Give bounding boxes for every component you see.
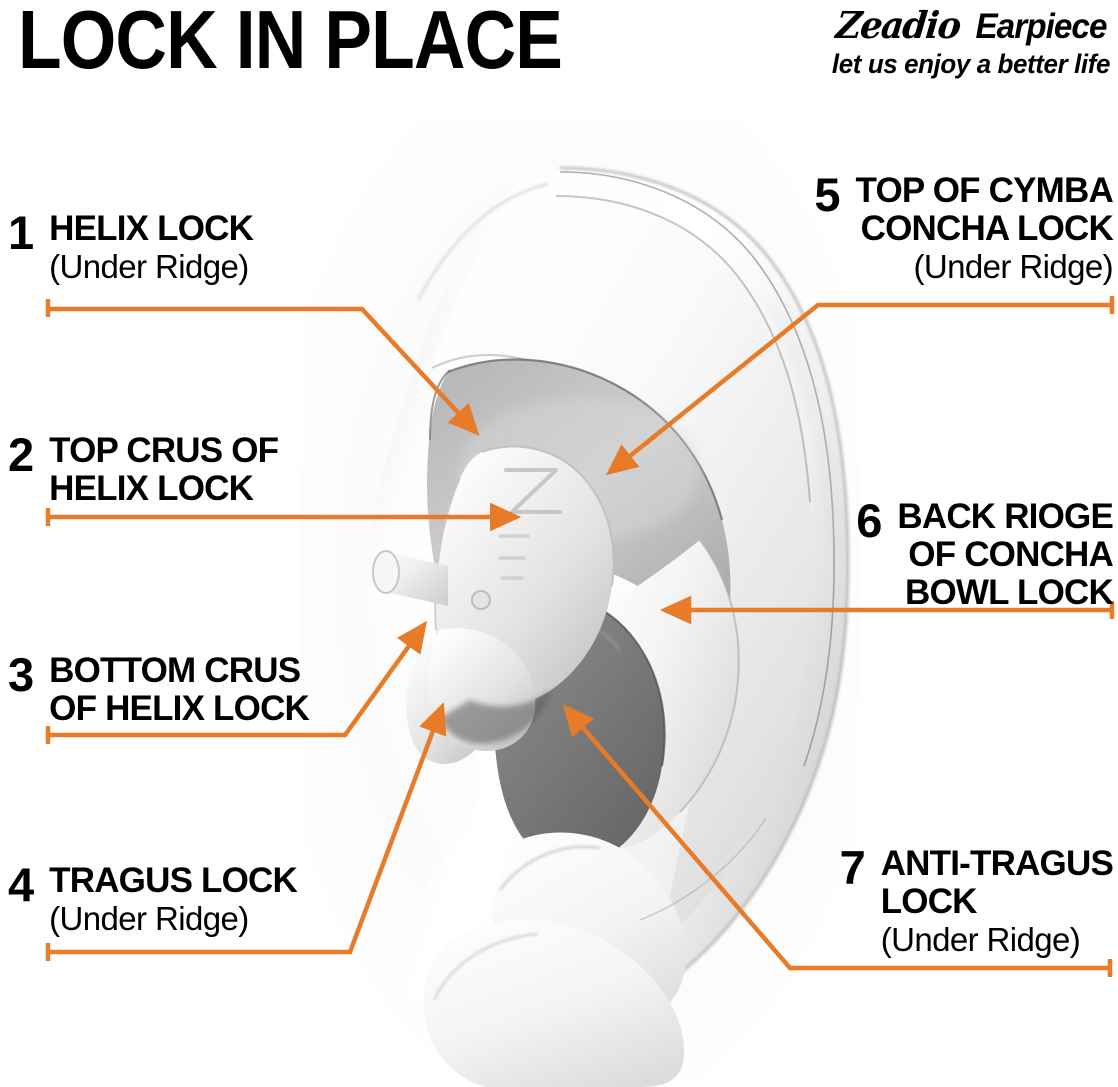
brand-line: Zeadio Earpiece: [780, 3, 1110, 47]
callout-subtitle-1: (Under Ridge): [49, 248, 249, 285]
callout-text-4: TRAGUS LOCK (Under Ridge): [49, 861, 298, 938]
callout-number-5: 5: [814, 168, 840, 221]
earpiece-shadow: [440, 690, 552, 744]
callout-text-5: TOP OF CYMBA CONCHA LOCK (Under Ridge): [855, 171, 1114, 286]
callout-number-4: 4: [8, 858, 34, 911]
earpiece-emboss-lines: [498, 534, 530, 580]
callout-title-1: HELIX LOCK: [49, 209, 254, 248]
brand-tagline: let us enjoy a better life: [831, 49, 1110, 79]
callout-number-3: 3: [8, 648, 34, 701]
callout-title-3-line2: OF HELIX LOCK: [49, 689, 310, 728]
earpiece-vent: [471, 590, 491, 610]
callout-title-6-line2: OF CONCHA: [908, 535, 1114, 574]
callout-title-5-line1: TOP OF CYMBA: [855, 171, 1114, 210]
brand-name: Zeadio: [833, 3, 963, 47]
callout-number-7: 7: [839, 841, 866, 894]
brand-product: Earpiece: [975, 7, 1108, 46]
callout-text-6: BACK RIOGE OF CONCHA BOWL LOCK: [897, 498, 1113, 612]
page-title: LOCK IN PLACE: [18, 0, 563, 86]
callout-number-6: 6: [856, 494, 882, 547]
callout-text-1: HELIX LOCK (Under Ridge): [49, 209, 254, 286]
callout-text-7: ANTI-TRAGUS LOCK (Under Ridge): [880, 844, 1114, 959]
callout-number-1: 1: [8, 206, 34, 259]
callout-text-2: TOP CRUS OF HELIX LOCK: [49, 431, 279, 508]
callout-4: 4 TRAGUS LOCK (Under Ridge): [8, 858, 298, 938]
callout-title-3-line1: BOTTOM CRUS: [49, 651, 301, 690]
callout-1: 1 HELIX LOCK (Under Ridge): [8, 206, 254, 286]
callout-title-7-line1: ANTI-TRAGUS: [880, 844, 1114, 883]
earpiece-emboss-z: [504, 468, 562, 514]
callout-subtitle-4: (Under Ridge): [49, 900, 249, 937]
callout-text-3: BOTTOM CRUS OF HELIX LOCK: [49, 651, 310, 728]
callout-6: 6 BACK RIOGE OF CONCHA BOWL LOCK: [856, 494, 1114, 612]
callout-title-2-line2: HELIX LOCK: [49, 469, 254, 508]
callout-title-5-line2: CONCHA LOCK: [860, 209, 1114, 248]
callout-subtitle-7: (Under Ridge): [880, 921, 1081, 958]
brand-logo: Zeadio Earpiece let us enjoy a better lif…: [780, 3, 1110, 80]
callout-5: 5 TOP OF CYMBA CONCHA LOCK (Under Ridge): [814, 168, 1114, 286]
callout-7: 7 ANTI-TRAGUS LOCK (Under Ridge): [839, 841, 1114, 959]
callout-title-6-line1: BACK RIOGE: [897, 497, 1113, 536]
earpiece-nozzle-tip: [372, 550, 400, 594]
callout-title-4: TRAGUS LOCK: [49, 861, 298, 900]
callout-3: 3 BOTTOM CRUS OF HELIX LOCK: [8, 648, 310, 728]
callout-2: 2 TOP CRUS OF HELIX LOCK: [8, 428, 279, 508]
callout-number-2: 2: [8, 428, 34, 481]
callout-title-7-line2: LOCK: [880, 882, 978, 921]
callout-title-6-line3: BOWL LOCK: [905, 573, 1114, 612]
callout-subtitle-5: (Under Ridge): [913, 248, 1114, 285]
callout-title-2-line1: TOP CRUS OF: [49, 431, 279, 470]
